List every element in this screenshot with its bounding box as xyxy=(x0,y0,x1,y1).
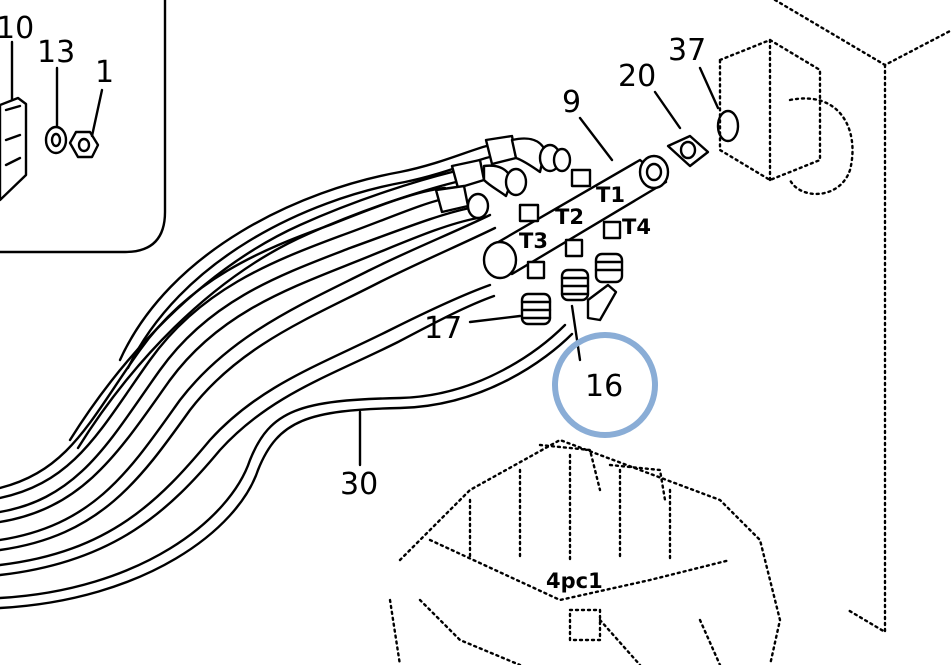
label-17: 17 xyxy=(424,311,462,346)
inset-detail-box xyxy=(0,0,167,254)
label-9: 9 xyxy=(562,85,581,120)
label-30: 30 xyxy=(340,467,378,502)
label-10: 10 xyxy=(0,11,34,46)
port-fittings xyxy=(520,252,624,326)
label-t1: T1 xyxy=(596,183,625,207)
label-t3: T3 xyxy=(519,229,548,253)
label-t4: T4 xyxy=(622,215,651,239)
o-ring-37 xyxy=(716,109,740,143)
manifold-block xyxy=(482,154,670,280)
control-valve-dotted xyxy=(388,438,782,665)
label-37: 37 xyxy=(668,33,706,68)
leader-lines xyxy=(10,40,720,467)
frame-dotted xyxy=(718,0,952,635)
label-4pc1: 4pc1 xyxy=(546,569,603,593)
highlight-circle xyxy=(552,332,658,438)
hose-fittings xyxy=(434,134,618,322)
label-20: 20 xyxy=(618,59,656,94)
connector-20 xyxy=(666,134,710,168)
label-16: 16 xyxy=(585,369,623,404)
label-13: 13 xyxy=(37,35,75,70)
label-t2: T2 xyxy=(555,205,584,229)
label-1: 1 xyxy=(95,55,114,90)
